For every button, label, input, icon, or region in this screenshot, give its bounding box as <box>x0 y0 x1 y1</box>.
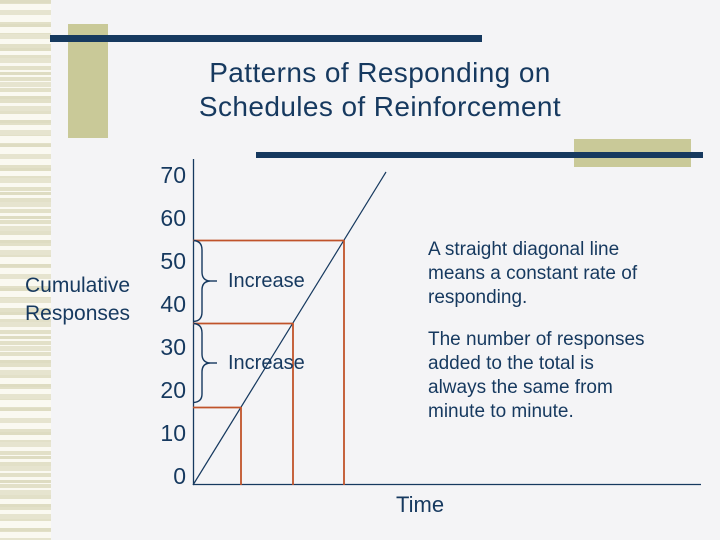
annotation-constant-rate: A straight diagonal line means a constan… <box>428 238 678 310</box>
diagonal-response-line <box>192 171 387 486</box>
increase-label-lower: Increase <box>228 352 305 374</box>
y-axis-label-line-2: Responses <box>25 302 131 325</box>
y-axis-label-line-1: Cumulative <box>25 274 131 297</box>
annotation-constant-rate-line-3: responding. <box>428 287 528 308</box>
y-tick-label-0: 0 <box>173 463 186 489</box>
y-tick-label-40: 40 <box>160 291 186 317</box>
title-underline-bar <box>50 35 482 42</box>
annotation-constant-rate-line-2: means a constant rate of <box>428 263 638 284</box>
slide-title-line-1: Patterns of Responding on <box>209 57 551 88</box>
y-tick-label-50: 50 <box>160 248 186 274</box>
subtitle-underline-bar <box>256 152 703 158</box>
y-tick-label-20: 20 <box>160 377 186 403</box>
tan-block-top-left <box>68 24 108 138</box>
y-tick-label-60: 60 <box>160 205 186 231</box>
increase-brace-lower <box>193 322 211 404</box>
slide-title-line-2: Schedules of Reinforcement <box>198 91 562 122</box>
x-axis-label: Time <box>396 492 445 517</box>
annotation-equal-increase: The number of responses added to the tot… <box>428 328 678 424</box>
annotation-equal-increase-line-1: The number of responses <box>428 329 645 350</box>
annotation-equal-increase-line-4: minute to minute. <box>428 401 574 422</box>
annotation-equal-increase-line-3: always the same from <box>428 377 613 398</box>
y-axis-label: Cumulative Responses <box>25 272 145 328</box>
left-stripe-border <box>0 0 51 540</box>
y-tick-label-30: 30 <box>160 334 186 360</box>
y-tick-label-10: 10 <box>160 420 186 446</box>
y-tick-label-70: 70 <box>160 162 186 188</box>
slide-title: Patterns of Responding on Schedules of R… <box>130 56 630 124</box>
increase-brace-upper <box>193 239 211 323</box>
increase-label-upper: Increase <box>228 270 305 292</box>
annotation-equal-increase-line-2: added to the total is <box>428 353 594 374</box>
annotation-constant-rate-line-1: A straight diagonal line <box>428 239 620 260</box>
